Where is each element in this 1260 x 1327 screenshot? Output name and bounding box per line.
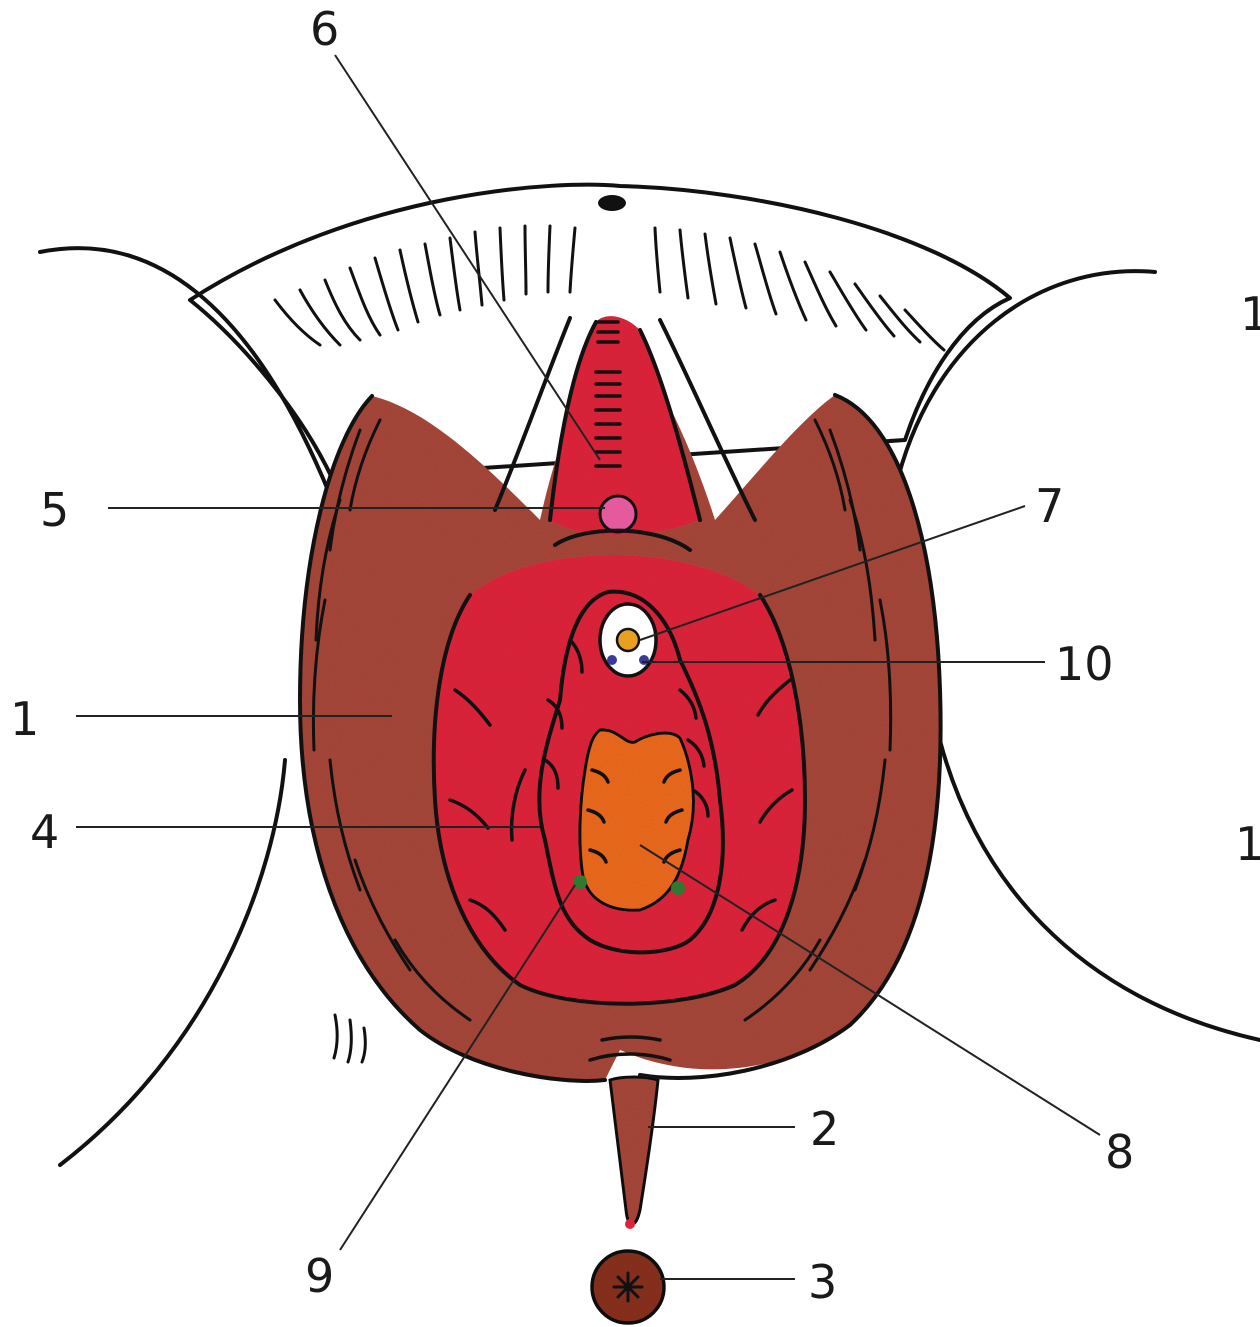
label-3: 3	[808, 1255, 837, 1309]
urethral-opening	[617, 629, 639, 651]
skin-marks	[334, 1015, 365, 1062]
left-thigh-lower-outline	[60, 760, 285, 1165]
right-thigh-lower-outline	[935, 720, 1260, 1040]
mons-mark	[598, 195, 626, 211]
label-1: 1	[10, 692, 39, 746]
label-5: 5	[40, 483, 69, 537]
paraurethral-gland-left	[607, 655, 617, 665]
label-7: 7	[1035, 479, 1064, 533]
label-6: 6	[310, 2, 339, 56]
bartholin-gland-right	[671, 881, 685, 895]
bartholin-gland-left	[573, 875, 587, 889]
label-12-partial: 1	[1235, 817, 1260, 871]
perineal-dot	[625, 1219, 635, 1229]
label-10: 10	[1055, 637, 1114, 691]
label-4: 4	[30, 805, 59, 859]
label-2: 2	[810, 1102, 839, 1156]
label-8: 8	[1105, 1125, 1134, 1179]
perineum	[610, 1077, 658, 1224]
label-11-partial: 1	[1240, 287, 1260, 341]
left-thigh-outline	[40, 248, 330, 495]
anus-star	[614, 1273, 642, 1301]
label-9: 9	[305, 1249, 334, 1303]
right-thigh-outline	[895, 271, 1155, 490]
clitoris	[600, 496, 636, 532]
paraurethral-gland-right	[639, 655, 649, 665]
